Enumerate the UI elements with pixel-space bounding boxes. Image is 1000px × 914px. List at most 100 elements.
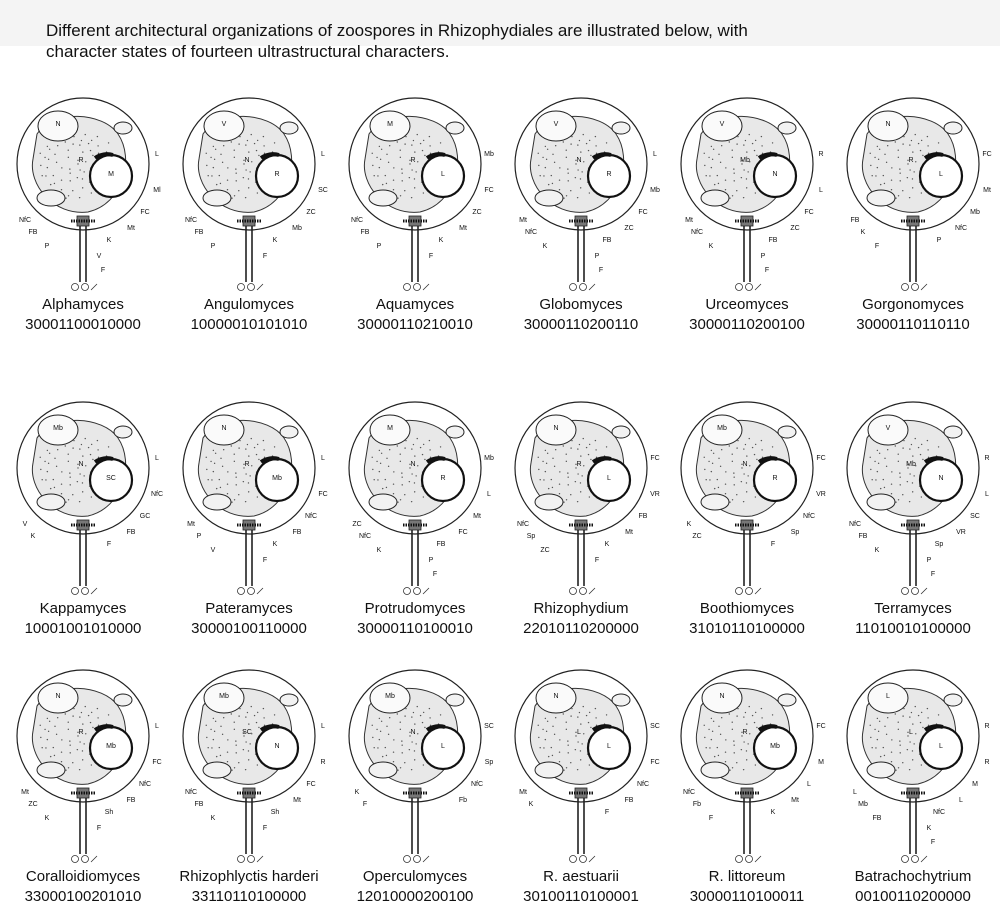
structure-label: F bbox=[595, 557, 599, 564]
structure-label: V bbox=[23, 521, 28, 528]
structure-label: M bbox=[387, 121, 393, 128]
structure-label: R bbox=[78, 729, 83, 736]
structure-label: F bbox=[599, 267, 603, 274]
structure-label: FB bbox=[769, 237, 778, 244]
structure-label: ZC bbox=[28, 801, 37, 808]
structure-label: VR bbox=[650, 491, 660, 498]
structure-label: VR bbox=[956, 529, 966, 536]
structure-label: L bbox=[939, 171, 943, 178]
structure-label: L bbox=[487, 491, 491, 498]
structure-label: N bbox=[576, 157, 581, 164]
structure-label: Mb bbox=[970, 209, 980, 216]
structure-label: Mt bbox=[459, 225, 467, 232]
structure-label: K bbox=[273, 237, 278, 244]
character-state-code: 31010110100000 bbox=[689, 620, 805, 637]
structure-label: K bbox=[211, 815, 216, 822]
organism-name: Globomyces bbox=[539, 296, 623, 313]
structure-label: F bbox=[765, 267, 769, 274]
structure-label: K bbox=[709, 243, 714, 250]
structure-label: K bbox=[861, 229, 866, 236]
structure-label: NfC bbox=[351, 217, 363, 224]
structure-label: ZC bbox=[624, 225, 633, 232]
structure-label: F bbox=[363, 801, 367, 808]
organism-name: Rhizophydium bbox=[533, 600, 629, 617]
structure-label: F bbox=[709, 815, 713, 822]
structure-label: K bbox=[439, 237, 444, 244]
structure-label: SC bbox=[650, 723, 660, 730]
structure-label: FB bbox=[195, 229, 204, 236]
structure-label: NfC bbox=[305, 513, 317, 520]
structure-label: L bbox=[607, 743, 611, 750]
structure-label: L bbox=[607, 475, 611, 482]
structure-label: K bbox=[273, 541, 278, 548]
structure-label: F bbox=[875, 243, 879, 250]
structure-label: L bbox=[886, 693, 890, 700]
structure-label: P bbox=[927, 557, 932, 564]
structure-label: FB bbox=[195, 801, 204, 808]
structure-label: FC bbox=[318, 491, 327, 498]
structure-label: NfC bbox=[185, 217, 197, 224]
structure-label: F bbox=[263, 825, 267, 832]
structure-label: Mt bbox=[685, 217, 693, 224]
organism-name: R. aestuarii bbox=[543, 868, 619, 885]
structure-label: R bbox=[244, 461, 249, 468]
structure-label: F bbox=[771, 541, 775, 548]
structure-label: Mb bbox=[906, 461, 916, 468]
structure-label: F bbox=[433, 571, 437, 578]
character-state-code: 00100110200000 bbox=[855, 888, 971, 905]
structure-label: L bbox=[985, 491, 989, 498]
character-state-code: 33000100201010 bbox=[24, 888, 142, 905]
structure-label: L bbox=[155, 151, 159, 158]
structure-label: NfC bbox=[525, 229, 537, 236]
structure-label: L bbox=[853, 789, 857, 796]
structure-label: L bbox=[909, 729, 913, 736]
structure-label: FC bbox=[804, 209, 813, 216]
structure-label: FB bbox=[859, 533, 868, 540]
structure-label: L bbox=[577, 729, 581, 736]
structure-label: P bbox=[197, 533, 202, 540]
structure-label: Sp bbox=[485, 759, 494, 766]
structure-label: M bbox=[387, 425, 393, 432]
structure-label: M bbox=[972, 781, 978, 788]
structure-label: N bbox=[55, 121, 60, 128]
structure-label: R bbox=[606, 171, 611, 178]
structure-label: SC bbox=[242, 729, 252, 736]
structure-label: L bbox=[819, 187, 823, 194]
organism-name: Urceomyces bbox=[705, 296, 789, 313]
structure-label: FB bbox=[293, 529, 302, 536]
structure-label: L bbox=[959, 797, 963, 804]
character-state-code: 11010010100000 bbox=[855, 620, 971, 637]
structure-label: L bbox=[939, 743, 943, 750]
intro-line-1: Different architectural organizations of… bbox=[46, 21, 748, 40]
structure-label: P bbox=[211, 243, 216, 250]
structure-label: F bbox=[101, 267, 105, 274]
structure-label: Mb bbox=[272, 475, 282, 482]
structure-label: N bbox=[742, 461, 747, 468]
organism-name: Angulomyces bbox=[203, 296, 295, 313]
structure-label: Mb bbox=[292, 225, 302, 232]
structure-label: Mb bbox=[650, 187, 660, 194]
organism-name: Kappamyces bbox=[39, 600, 127, 617]
character-state-code: 30000100110000 bbox=[191, 620, 307, 637]
structure-label: K bbox=[543, 243, 548, 250]
structure-label: L bbox=[321, 723, 325, 730]
organism-name: Alphamyces bbox=[42, 296, 124, 313]
structure-label: R bbox=[984, 723, 989, 730]
structure-label: FB bbox=[625, 797, 634, 804]
structure-label: Mb bbox=[858, 801, 868, 808]
